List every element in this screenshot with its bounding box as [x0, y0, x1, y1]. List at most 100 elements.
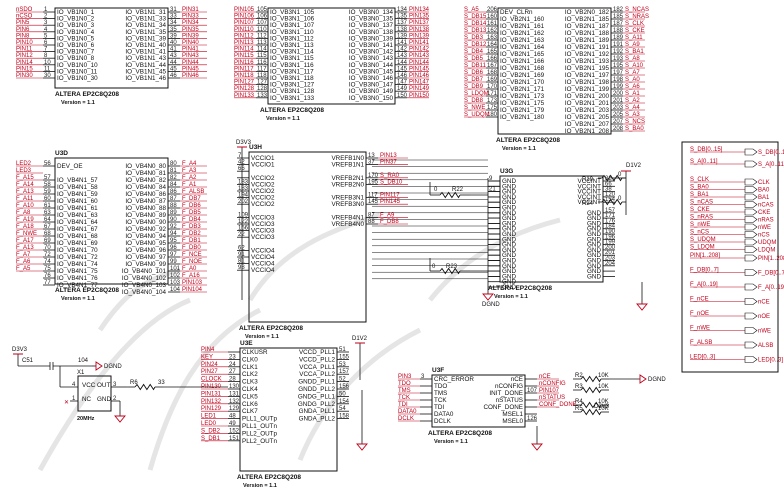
u3e-right-pin: VCCD_PLL1	[299, 349, 336, 356]
u3g-right-pin: VCCINT	[578, 183, 602, 190]
u3c-right-num: 187	[613, 21, 624, 27]
u3c-right-pin: IO_VB2N1_199	[565, 86, 610, 93]
bus-port: S_A[0..11]	[758, 162, 784, 168]
u3b-left-net: PIN118	[234, 73, 254, 79]
bus-port-icon	[744, 341, 758, 349]
u3b-right-num: 143	[397, 53, 408, 59]
u3d-left-num: 69	[44, 238, 51, 244]
u3a-right-net: PIN33	[182, 14, 199, 20]
u3a-right-net: PIN39	[182, 33, 199, 39]
u3f-version: Version = 1.1	[434, 439, 468, 445]
u3h-right-net: F_DB8	[380, 219, 399, 225]
bus-port: PIN[1..208]	[758, 256, 784, 262]
u3c-left-pin: IO_VB2N1_179	[500, 107, 545, 114]
u3h-left-pin: VCCIO1	[251, 155, 275, 162]
u3e-right-pin: GNDD_PLL2	[298, 386, 335, 393]
u3g-right-num: 190	[605, 229, 616, 235]
u3d-left-num: 72	[44, 252, 51, 258]
u3d-left-net: F_A6	[16, 259, 31, 265]
u3c-left-num: 168	[487, 70, 498, 76]
u3h-left-num: 98	[238, 265, 245, 271]
u3b-right-num: 137	[397, 20, 408, 26]
bus-net: F_nCE	[690, 297, 709, 303]
u3g-right-num: 38	[605, 187, 612, 193]
osc-ground	[114, 415, 126, 423]
u3c-right-num: 208	[613, 126, 624, 132]
bus-panel	[681, 141, 779, 373]
u3d-right-net: F_NOE	[182, 259, 202, 265]
u3e-right-num: 154	[339, 399, 350, 405]
u3c-right-num: 207	[613, 119, 624, 125]
u3b-right-pin: IO_VB3N0_137	[349, 22, 394, 29]
u3h-left-pin: VCCIO3	[251, 234, 275, 241]
bus-port: CKE	[758, 210, 770, 216]
labels: IO_VB1N0_11nSDOIO_VB1N0_22nCSOIO_VB1N0_3…	[12, 7, 784, 489]
u3a-left-pin: IO_VB1N0_6	[57, 42, 95, 49]
u3d-right-num: 97	[170, 252, 177, 258]
u3f-r3-val: 10K	[598, 384, 609, 390]
u3e-left-pin: CLK5	[242, 393, 258, 400]
u3f-left-num: 3	[421, 374, 425, 380]
u3d-right-num: 99	[170, 259, 177, 265]
u3h-right-num: 37	[368, 160, 375, 166]
bus-port-icon	[744, 208, 758, 216]
bus-net: S_A[0..11]	[690, 159, 718, 165]
u3a-right-pin: IO_VB1N1_45	[125, 68, 166, 75]
u3b-left-pin: IO_VB3N1_105	[270, 9, 315, 16]
u3f-left-net: TCK	[398, 395, 410, 401]
u3e-right-pin: GNDD_PLL1	[298, 379, 335, 386]
u3g-ground-label: DGND	[482, 302, 500, 308]
u3h-left-num: 42	[238, 160, 245, 166]
u3e-left-pin: CLK6	[242, 401, 258, 408]
u3c-right-pin: IO_VB2N1_192	[565, 51, 610, 58]
u3b-right-num: 150	[397, 93, 408, 99]
u3g-r24-val: 0	[618, 196, 622, 202]
u3d-left-net: F_NWE	[16, 231, 37, 237]
u3c-left-pin: IO_VB2N1_180	[500, 114, 545, 121]
u3g-left-pin: GND	[502, 199, 516, 206]
u3g-r23-val: 0	[432, 264, 436, 270]
u3c-right-pin: IO_VB2N1_207	[565, 121, 610, 128]
u3c-right-num: 185	[613, 14, 624, 20]
u3f-left-pin: TDO	[434, 383, 447, 390]
u3g-left-pin: GND	[502, 247, 516, 254]
u3b-right-num: 142	[397, 47, 408, 53]
u3c-right-pin: IO_VB2N1_193	[565, 58, 610, 65]
u3f-r4	[580, 401, 602, 409]
u3c-right-pin: IO_VB2N1_195	[565, 65, 610, 72]
u3b-right-pin: IO_VB3N0_142	[349, 49, 394, 56]
bus-net: S_CLK	[690, 177, 709, 183]
u3d-left-pin: IO_VB4N1_58	[57, 184, 98, 191]
u3a-left-num: 6	[44, 40, 48, 46]
u3a-left-num: 4	[44, 27, 48, 33]
u3a-left-pin: IO_VB1N0_3	[57, 22, 95, 29]
u3c-right-net: S_NCS	[625, 119, 645, 125]
u3h-title: ALTERA EP2C8Q208	[239, 325, 303, 332]
u3e-left-pin: CLKUSR	[242, 349, 268, 356]
u3e-right-num: 157	[339, 369, 350, 375]
u3a-right-net: PIN45	[182, 66, 199, 72]
u3b-left-num: 128	[257, 86, 268, 92]
u3d-right-pin: IO_VB4N0_92	[125, 226, 166, 233]
u3d-left-net: F_A13	[16, 245, 34, 251]
u3d-left-pin: IO_VB4N1_76	[57, 275, 98, 282]
u3f-right-pin: CONF_DONE	[483, 404, 523, 411]
u3h-version: Version = 1.1	[245, 334, 279, 340]
bus-port: nCAS	[758, 203, 774, 209]
u3a-right-num: 34	[170, 20, 177, 26]
u3h-left-num: 183	[238, 186, 249, 192]
u3d-left-num: 67	[44, 224, 51, 230]
u3g-r23-ref: R23	[446, 264, 458, 270]
u3d-left-net: F_A14	[16, 182, 34, 188]
u3h-left-pin: VCCIO1	[251, 162, 275, 169]
u3a-right-num: 35	[170, 27, 177, 33]
u3g-left-pin: GND	[502, 236, 516, 243]
u3d-left-num: 58	[44, 182, 51, 188]
u3g-right-pin: VCCINT	[578, 178, 602, 185]
u3e-left-pin: CLK0	[242, 356, 258, 363]
u3b-left-net: PIN128	[234, 86, 255, 92]
u3e-left-num: 129	[229, 406, 240, 412]
u3d-left-pin: IO_VB4N1_57	[57, 177, 98, 184]
u3d-body	[54, 157, 169, 285]
